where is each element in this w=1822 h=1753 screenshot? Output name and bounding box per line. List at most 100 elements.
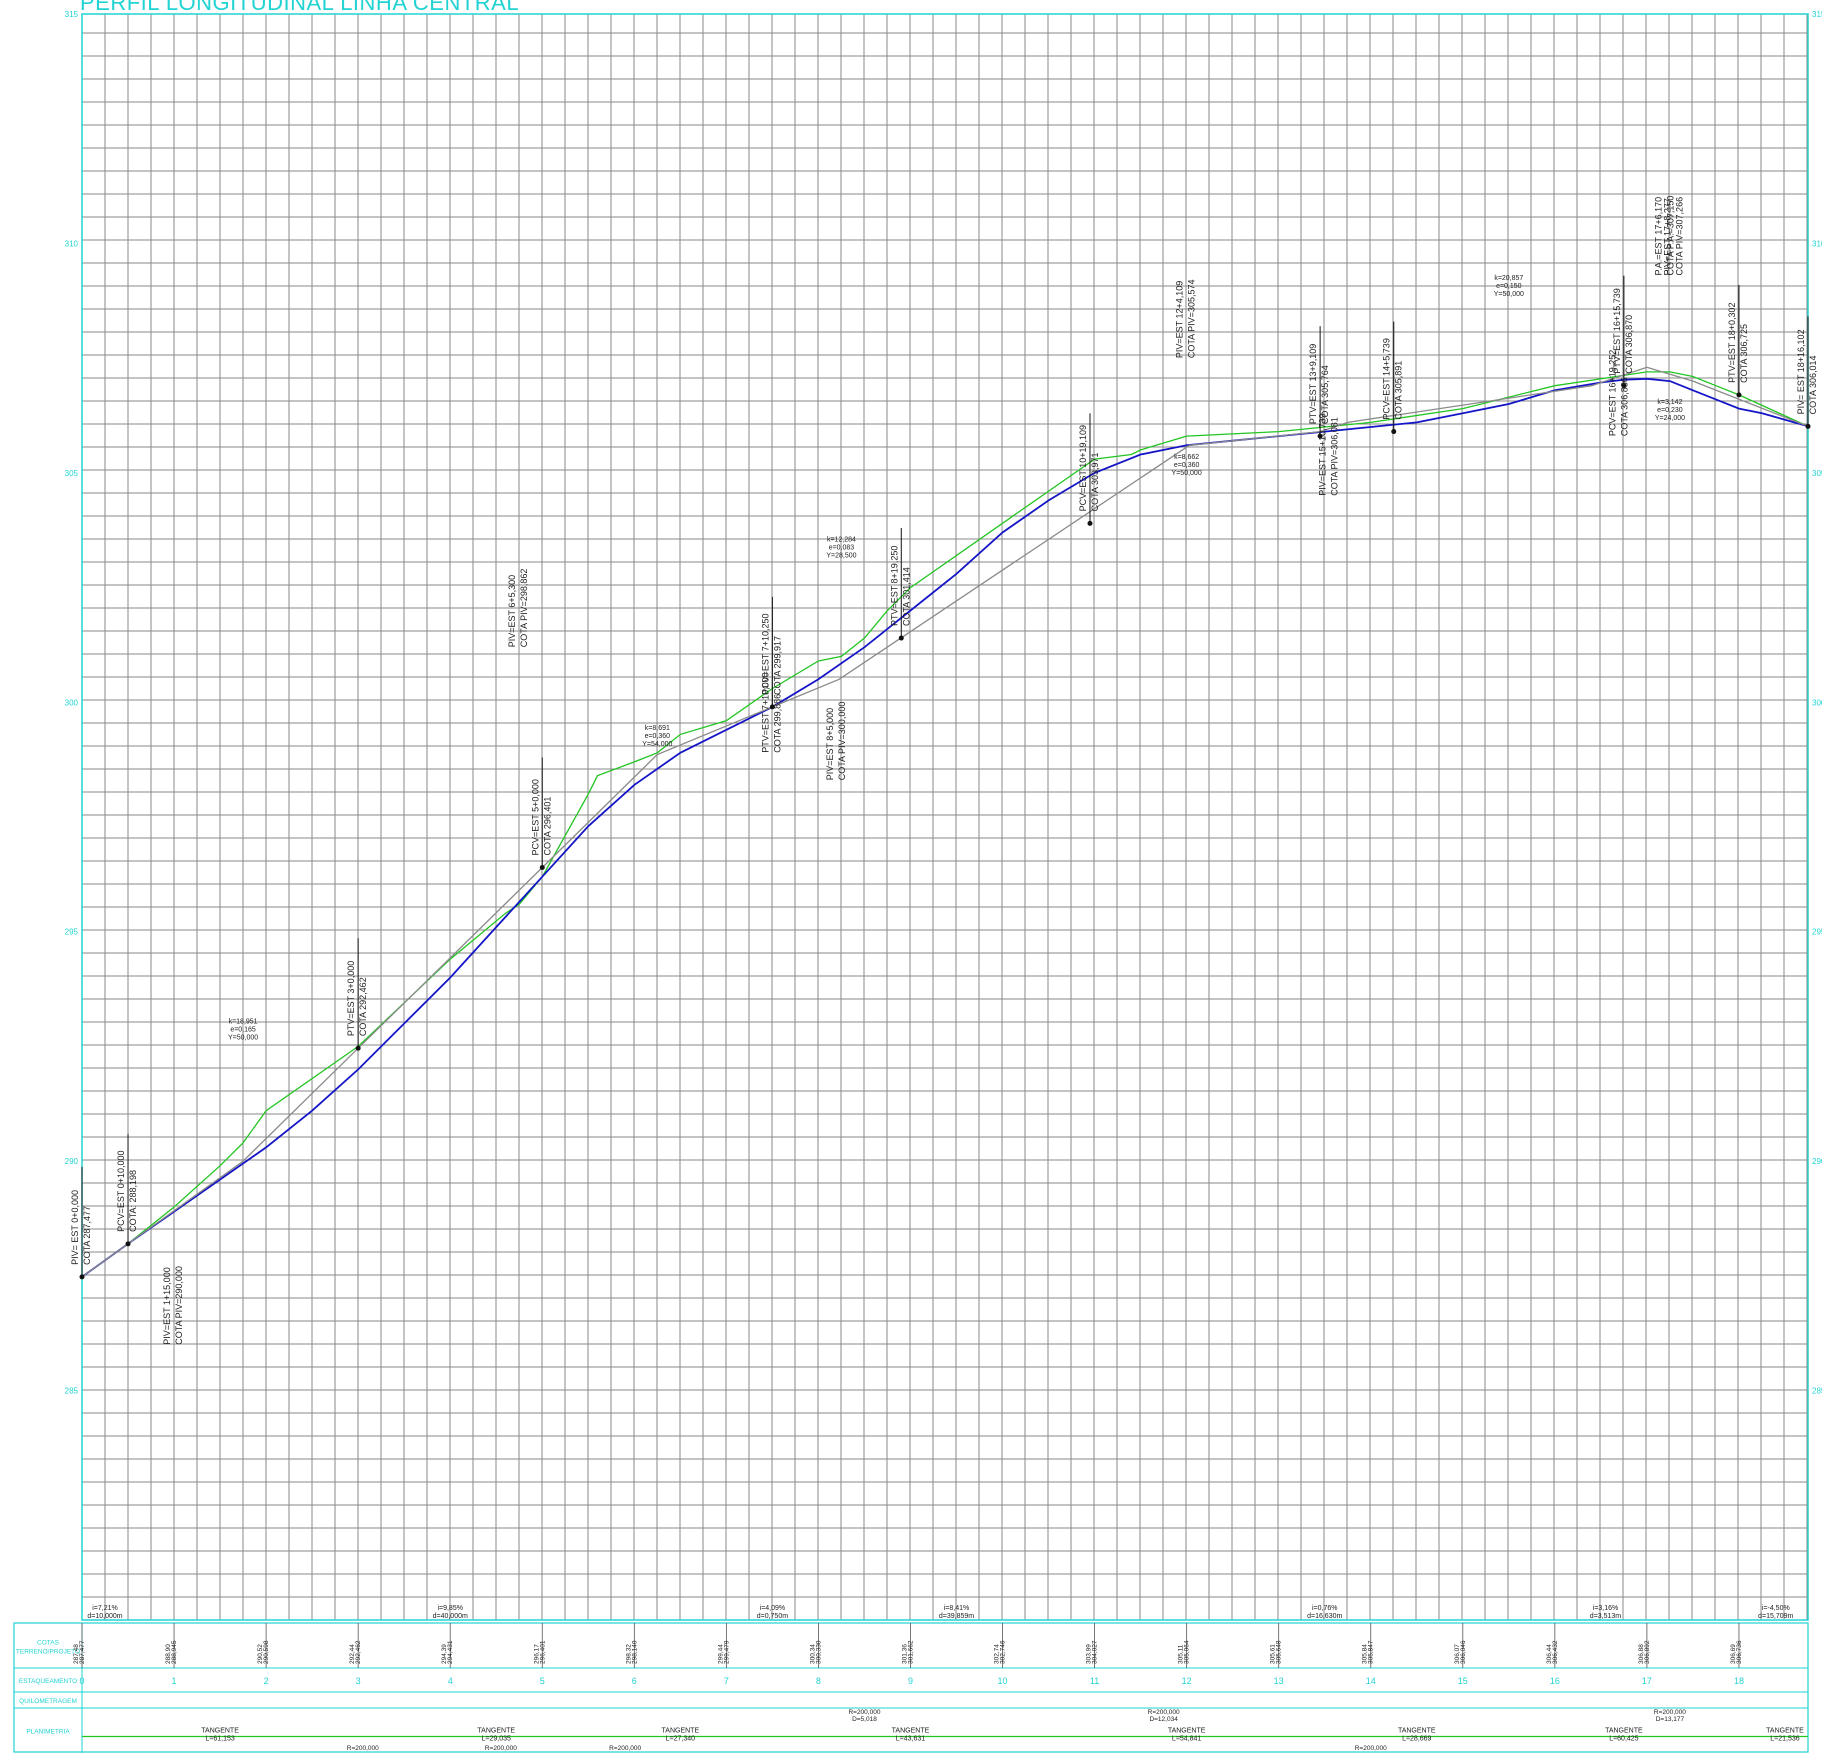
piv-cota: COTA: 288,198	[128, 1170, 138, 1232]
y-tick-label-left: 300	[65, 698, 79, 707]
cota-value: 298,140	[631, 1640, 638, 1664]
piv-cota: COTA 301,414	[901, 567, 911, 626]
curve-k: k=12,284	[827, 537, 856, 544]
piv-point	[125, 1241, 131, 1247]
table-frame	[13, 1622, 1809, 1753]
cota-value: 302,746	[1000, 1640, 1007, 1664]
piv-label: PTV=EST 13+9,109	[1308, 344, 1318, 424]
cota-value: 288,945	[171, 1640, 178, 1664]
piv-cota: COTA 287,477	[82, 1206, 92, 1265]
piv-cota: COTA 303,971	[1090, 452, 1100, 511]
station-label: 7	[724, 1676, 729, 1686]
cota-value: 301,36	[901, 1644, 908, 1664]
curve-radius: R=200,000	[485, 1745, 517, 1752]
curve-development: D=13,177	[1656, 1716, 1685, 1723]
piv-cota: COTA 306,870	[1624, 315, 1634, 374]
piv-point	[1621, 383, 1627, 389]
grade-i: i=0,76%	[1312, 1605, 1338, 1612]
curve-development: D=5,018	[852, 1716, 877, 1723]
piv-point	[1805, 423, 1811, 429]
piv-point	[79, 1274, 85, 1280]
station-label: 1	[172, 1676, 177, 1686]
cota-value: 306,736	[1736, 1640, 1743, 1664]
tangent-length: L=43,631	[896, 1736, 925, 1743]
cota-value: 306,892	[1644, 1640, 1651, 1664]
station-label: 10	[998, 1676, 1008, 1686]
cota-value: 296,401	[539, 1640, 546, 1664]
y-tick-label-right: 285	[1812, 1387, 1822, 1396]
y-tick-label-left: 315	[65, 10, 79, 19]
tangent-label: TANGENTE	[1398, 1728, 1436, 1735]
grade-i: i=9,85%	[437, 1605, 463, 1612]
tangent-label: TANGENTE	[1605, 1728, 1643, 1735]
extra-cota: COTA P.A.=307,150	[1665, 196, 1675, 276]
station-label: 18	[1734, 1676, 1744, 1686]
piv-point	[1087, 520, 1093, 526]
curve-k: k=8,662	[1174, 454, 1199, 461]
y-tick-label-right: 305	[1812, 469, 1822, 478]
extra-cota: COTA PIV=300,000	[837, 702, 847, 781]
grade-labels: i=7,21%d=10,000mi=9,85%d=40,000mi=4,09%d…	[87, 1605, 1793, 1620]
extra-label: PIV=EST 8+5,000	[825, 708, 835, 780]
station-label: 13	[1274, 1676, 1284, 1686]
piv-label: PCV=EST 0+10,000	[116, 1150, 126, 1231]
cota-value: 287,48	[73, 1644, 80, 1664]
grade-d: d=10,000m	[87, 1613, 122, 1620]
station-label: 12	[1182, 1676, 1192, 1686]
y-tick-label-left: 305	[65, 469, 79, 478]
cota-value: 305,847	[1368, 1640, 1375, 1664]
piv-point	[898, 635, 904, 641]
grade-i: i=3,16%	[1593, 1605, 1619, 1612]
grid	[81, 14, 1808, 1621]
cota-value: 301,662	[907, 1640, 914, 1664]
cota-value: 292,462	[355, 1640, 362, 1664]
curve-e: e=0,230	[1657, 407, 1683, 414]
grade-i: i=8,41%	[944, 1605, 970, 1612]
extra-cota: COTA PIV=307,266	[1675, 197, 1685, 276]
piv-point	[1736, 392, 1742, 398]
piv-cota: COTA 305,891	[1394, 361, 1404, 420]
y-tick-label-right: 315	[1812, 10, 1822, 19]
station-label: 3	[356, 1676, 361, 1686]
cota-value: 294,39	[441, 1644, 448, 1664]
grade-d: d=40,000m	[433, 1613, 468, 1620]
y-axis-ticks: 3153153103103053053003002952952902902852…	[65, 10, 1822, 1396]
y-tick-label-left: 285	[65, 1387, 79, 1396]
curve-radius: R=200,000	[1654, 1709, 1686, 1716]
piv-label: PTV=EST 3+0,000	[346, 961, 356, 1036]
extra-cota: COTA 299,886	[772, 694, 782, 753]
profile-table: COTASTERRENO/PROJETOESTAQUEAMENTOQUILOME…	[13, 1622, 1809, 1753]
tangent-label: TANGENTE	[1168, 1728, 1206, 1735]
extra-label: PIV=EST 1+15,000	[162, 1267, 172, 1344]
curve-y: Y=50,000	[1494, 291, 1524, 298]
piv-cota: COTA 306,014	[1808, 355, 1818, 414]
curve-parameters: k=18,951e=0,165Y=50,000k=8,691e=0,360Y=5…	[228, 275, 1685, 1041]
cota-value: 305,61	[1270, 1644, 1277, 1664]
curve-y: Y=50,000	[228, 1034, 258, 1041]
y-tick-label-right: 295	[1812, 928, 1822, 937]
station-label: 15	[1458, 1676, 1468, 1686]
piv-cota: COTA 292,462	[358, 977, 368, 1036]
tangent-length: L=61,153	[205, 1736, 234, 1743]
tangent-length: L=29,035	[482, 1736, 511, 1743]
curve-e: e=0,165	[230, 1026, 256, 1033]
extra-cota: COTA PIV=306,081	[1329, 417, 1339, 496]
piv-label: PTV=EST 8+19,250	[889, 546, 899, 626]
cota-value: 305,11	[1178, 1644, 1185, 1664]
cota-value: 298,32	[625, 1644, 632, 1664]
piv-point	[539, 864, 545, 870]
tangent-length: L=27,340	[666, 1736, 695, 1743]
tangent-length: L=54,841	[1172, 1736, 1201, 1743]
station-label: 16	[1550, 1676, 1560, 1686]
station-label: 9	[908, 1676, 913, 1686]
curve-radius: R=200,000	[609, 1745, 641, 1752]
tangent-label: TANGENTE	[201, 1728, 239, 1735]
extra-label: PIV=EST 6+5,300	[507, 575, 517, 647]
cota-value: 306,07	[1454, 1644, 1461, 1664]
piv-point	[769, 704, 775, 710]
cota-value: 304,027	[1092, 1640, 1099, 1664]
curve-e: e=0,150	[1496, 283, 1522, 290]
y-tick-label-left: 295	[65, 928, 79, 937]
